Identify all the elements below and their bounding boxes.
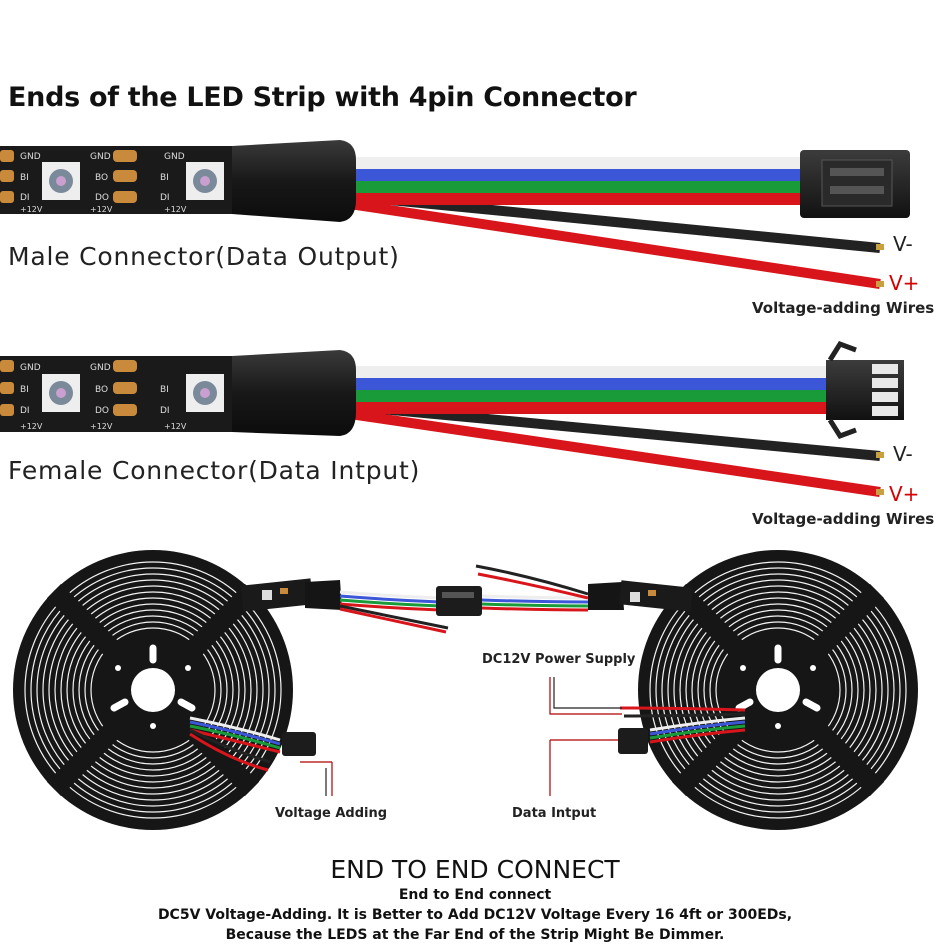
female-strip-assembly: GND GND BI BO BI DI DO DI +12V +12V +12V [0, 340, 904, 497]
v-minus-label: V- [893, 442, 913, 466]
reel-connection [240, 564, 694, 634]
blue-wire [350, 169, 805, 181]
footer-line: Because the LEDS at the Far End of the S… [225, 927, 725, 943]
male-strip-assembly: GND GND GND BI BO BI DI DO DI +12V +12V … [0, 140, 910, 289]
footer: END TO END CONNECT End to End connect DC… [0, 855, 950, 945]
female-connector-label: Female Connector(Data Intput) [8, 456, 421, 485]
wire-tip [876, 489, 884, 495]
strip-pad-label: GND [90, 363, 111, 373]
wire-tip [876, 452, 884, 458]
footer-line: End to End connect [398, 887, 552, 903]
power-supply-callout: DC12V Power Supply [482, 652, 636, 667]
strip-pad-label: +12V [164, 422, 187, 431]
green-wire [350, 390, 828, 402]
footer-title: END TO END CONNECT [330, 855, 620, 884]
strip-pad-label: DI [160, 193, 170, 203]
data-input-callout: Data Intput [512, 806, 597, 821]
wire-tip [876, 281, 884, 287]
heat-shrink [232, 350, 356, 436]
voltage-adding-wires-label: Voltage-adding Wires [752, 510, 935, 528]
female-connector [618, 728, 648, 754]
strip-pad-label: DI [160, 406, 170, 416]
callout-lines [300, 677, 622, 796]
strip-pad-label: GND [90, 152, 111, 162]
left-reel-tail [189, 716, 316, 772]
red-ribbon-wire [350, 402, 828, 414]
v-minus-label: V- [893, 232, 913, 256]
page-title: Ends of the LED Strip with 4pin Connecto… [8, 82, 637, 113]
strip-pad-label: GND [164, 152, 185, 162]
red-wire [349, 199, 881, 289]
strip-pad-label: BO [95, 385, 108, 395]
male-connector [282, 732, 316, 756]
strip-pad-label: DO [95, 193, 109, 203]
right-reel-tail [618, 706, 746, 754]
strip-pad-label: +12V [20, 422, 43, 431]
wire-tip [876, 244, 884, 250]
v-plus-label: V+ [889, 271, 920, 295]
red-ribbon-wire [350, 193, 805, 205]
v-plus-label: V+ [889, 482, 920, 506]
right-reel [638, 550, 918, 830]
female-connector [826, 340, 904, 440]
strip-pad-label: BI [160, 173, 169, 183]
strip-pad-label: DO [95, 406, 109, 416]
strip-pad-label: BI [160, 385, 169, 395]
voltage-adding-callout: Voltage Adding [275, 806, 388, 821]
male-connector-label: Male Connector(Data Output) [8, 242, 400, 271]
green-wire [350, 181, 805, 193]
black-wire [349, 401, 881, 461]
strip-pad-label: +12V [164, 205, 187, 214]
strip-pad-label: BI [20, 173, 29, 183]
heat-shrink [232, 140, 356, 222]
strip-pad-label: BI [20, 385, 29, 395]
strip-pad-label: GND [20, 152, 41, 162]
white-wire [350, 366, 828, 378]
left-reel [13, 550, 293, 830]
strip-pad-label: +12V [20, 205, 43, 214]
voltage-adding-wires-label: Voltage-adding Wires [752, 299, 935, 317]
strip-pad-label: BO [95, 173, 108, 183]
strip-pad-label: DI [20, 193, 30, 203]
white-wire [350, 157, 805, 169]
strip-pad-label: +12V [90, 205, 113, 214]
red-wire [349, 409, 881, 497]
footer-line: DC5V Voltage-Adding. It is Better to Add… [157, 907, 793, 923]
strip-pad-label: +12V [90, 422, 113, 431]
blue-wire [350, 378, 828, 390]
strip-pad-label: GND [20, 363, 41, 373]
strip-pad-label: DI [20, 406, 30, 416]
